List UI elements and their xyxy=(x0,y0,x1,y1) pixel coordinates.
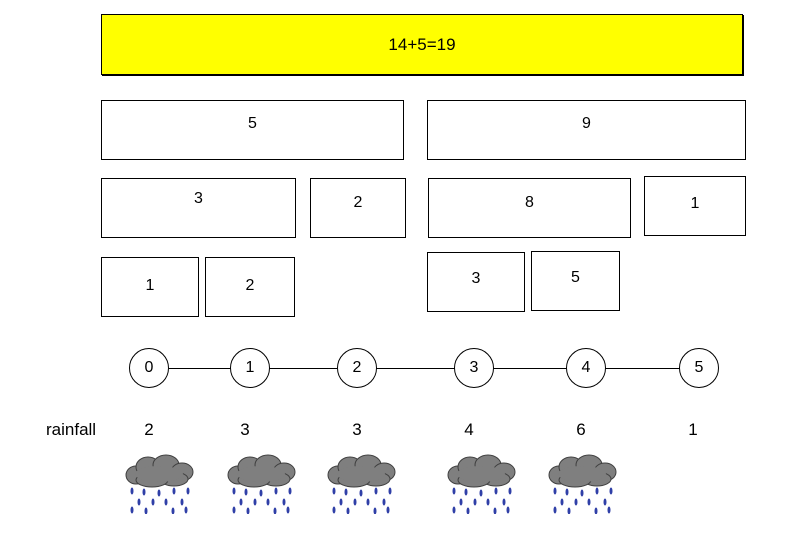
left-part-box-1: 3 xyxy=(101,178,296,238)
left-subpart-box-1: 1 xyxy=(101,257,199,317)
left-part-value-2: 2 xyxy=(353,194,363,211)
right-part-value-1: 8 xyxy=(525,194,534,211)
rainfall-label: rainfall xyxy=(46,420,97,439)
right-total-box: 9 xyxy=(427,100,746,160)
rainfall-value-4: 6 xyxy=(576,420,586,439)
left-subpart-value-2: 2 xyxy=(245,277,255,294)
right-subpart-box-2: 5 xyxy=(531,251,620,311)
number-node-5: 5 xyxy=(679,348,719,388)
number-line-segment xyxy=(493,368,567,369)
right-subpart-box-1: 3 xyxy=(427,252,525,312)
number-node-3: 3 xyxy=(454,348,494,388)
right-total-value: 9 xyxy=(582,115,591,132)
equation-box: 14+5=19 xyxy=(101,14,743,75)
right-part-value-2: 1 xyxy=(690,195,700,212)
rain-cloud-icon xyxy=(125,454,194,514)
rain-cloud-icon xyxy=(447,454,516,514)
number-node-4: 4 xyxy=(566,348,606,388)
rain-cloud-icon xyxy=(327,454,396,514)
right-subpart-value-2: 5 xyxy=(571,269,580,286)
right-part-box-2: 1 xyxy=(644,176,746,236)
left-part-value-1: 3 xyxy=(194,190,203,207)
number-line-segment xyxy=(269,368,337,369)
left-subpart-value-1: 1 xyxy=(145,277,155,294)
rainfall-value-5: 1 xyxy=(688,420,698,439)
rainfall-value-1: 3 xyxy=(240,420,250,439)
left-total-box: 5 xyxy=(101,100,404,160)
number-node-2: 2 xyxy=(337,348,377,388)
number-node-0: 0 xyxy=(129,348,169,388)
left-total-value: 5 xyxy=(248,115,257,132)
number-line-segment xyxy=(169,368,231,369)
rain-cloud-icon xyxy=(227,454,296,514)
rainfall-value-3: 4 xyxy=(464,420,474,439)
right-part-box-1: 8 xyxy=(428,178,631,238)
rain-cloud-icon xyxy=(548,454,617,514)
rainfall-value-2: 3 xyxy=(352,420,362,439)
number-line-segment xyxy=(605,368,680,369)
rainfall-value-0: 2 xyxy=(144,420,154,439)
equation-text: 14+5=19 xyxy=(388,35,456,54)
left-subpart-box-2: 2 xyxy=(205,257,295,317)
number-node-1: 1 xyxy=(230,348,270,388)
number-line-segment xyxy=(375,368,455,369)
right-subpart-value-1: 3 xyxy=(471,270,481,287)
left-part-box-2: 2 xyxy=(310,178,406,238)
